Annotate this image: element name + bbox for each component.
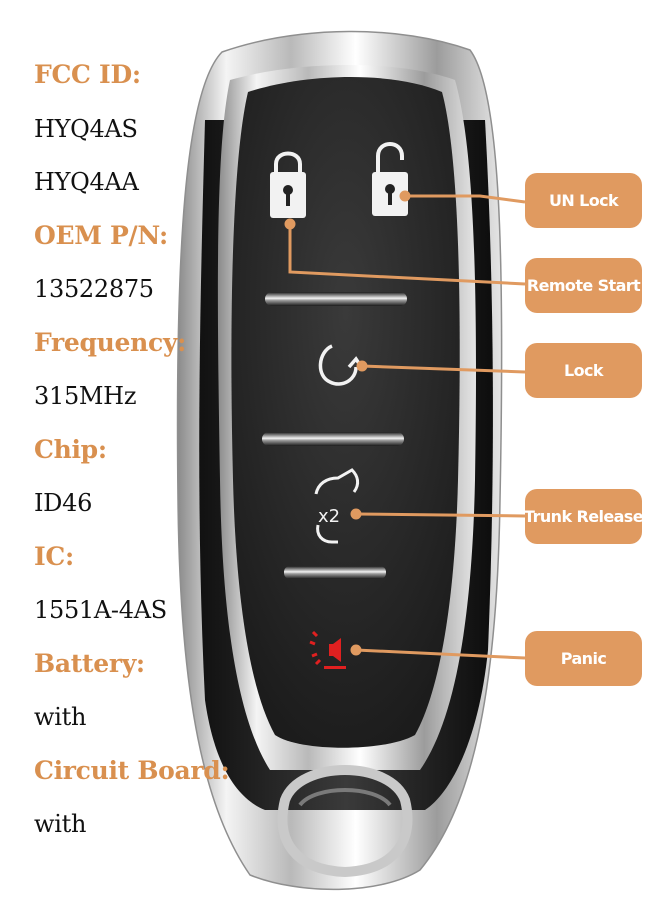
callout-connectors [284,190,526,660]
spec-value-fcc-id-2: HYQ4AA [34,168,139,196]
separator-3 [284,566,386,579]
spec-label-fcc-id: FCC ID: [34,60,141,89]
spec-label-battery: Battery: [34,648,145,678]
svg-text:x2: x2 [318,506,340,527]
spec-value-battery: with [34,703,87,731]
spec-label-oem-pn: OEM P/N: [34,220,168,250]
spec-label-chip: Chip: [34,434,107,464]
button-face [231,77,460,748]
spec-value-fcc-id-1: HYQ4AS [34,114,138,143]
spec-label-frequency: Frequency: [34,327,187,357]
callout-trunk-release: Trunk Release [524,489,644,544]
spec-value-ic: 1551A-4AS [34,596,167,624]
spec-value-oem-pn: 13522875 [34,275,154,303]
spec-label-circuit-board: Circuit Board: [34,755,230,785]
callout-lock: Lock [525,343,642,398]
keyring-loop [277,765,413,878]
callout-panic: Panic [525,631,642,686]
spec-value-circuit-board: with [34,810,87,838]
spec-list: FCC ID: HYQ4AS HYQ4AA OEM P/N: 13522875 … [34,52,230,855]
lock-closed-icon[interactable] [270,151,306,219]
lock-open-icon[interactable] [372,142,408,216]
spec-value-frequency: 315MHz [34,382,137,410]
separator-2 [262,432,404,446]
spec-value-chip: ID46 [34,489,93,517]
callout-remote-start: Remote Start [525,258,642,313]
separator-1 [265,292,407,306]
spec-label-ic: IC: [34,541,74,571]
callout-unlock: UN Lock [525,173,642,228]
panic-alarm-icon[interactable] [309,630,346,669]
trunk-release-icon[interactable]: x2 [314,468,360,544]
